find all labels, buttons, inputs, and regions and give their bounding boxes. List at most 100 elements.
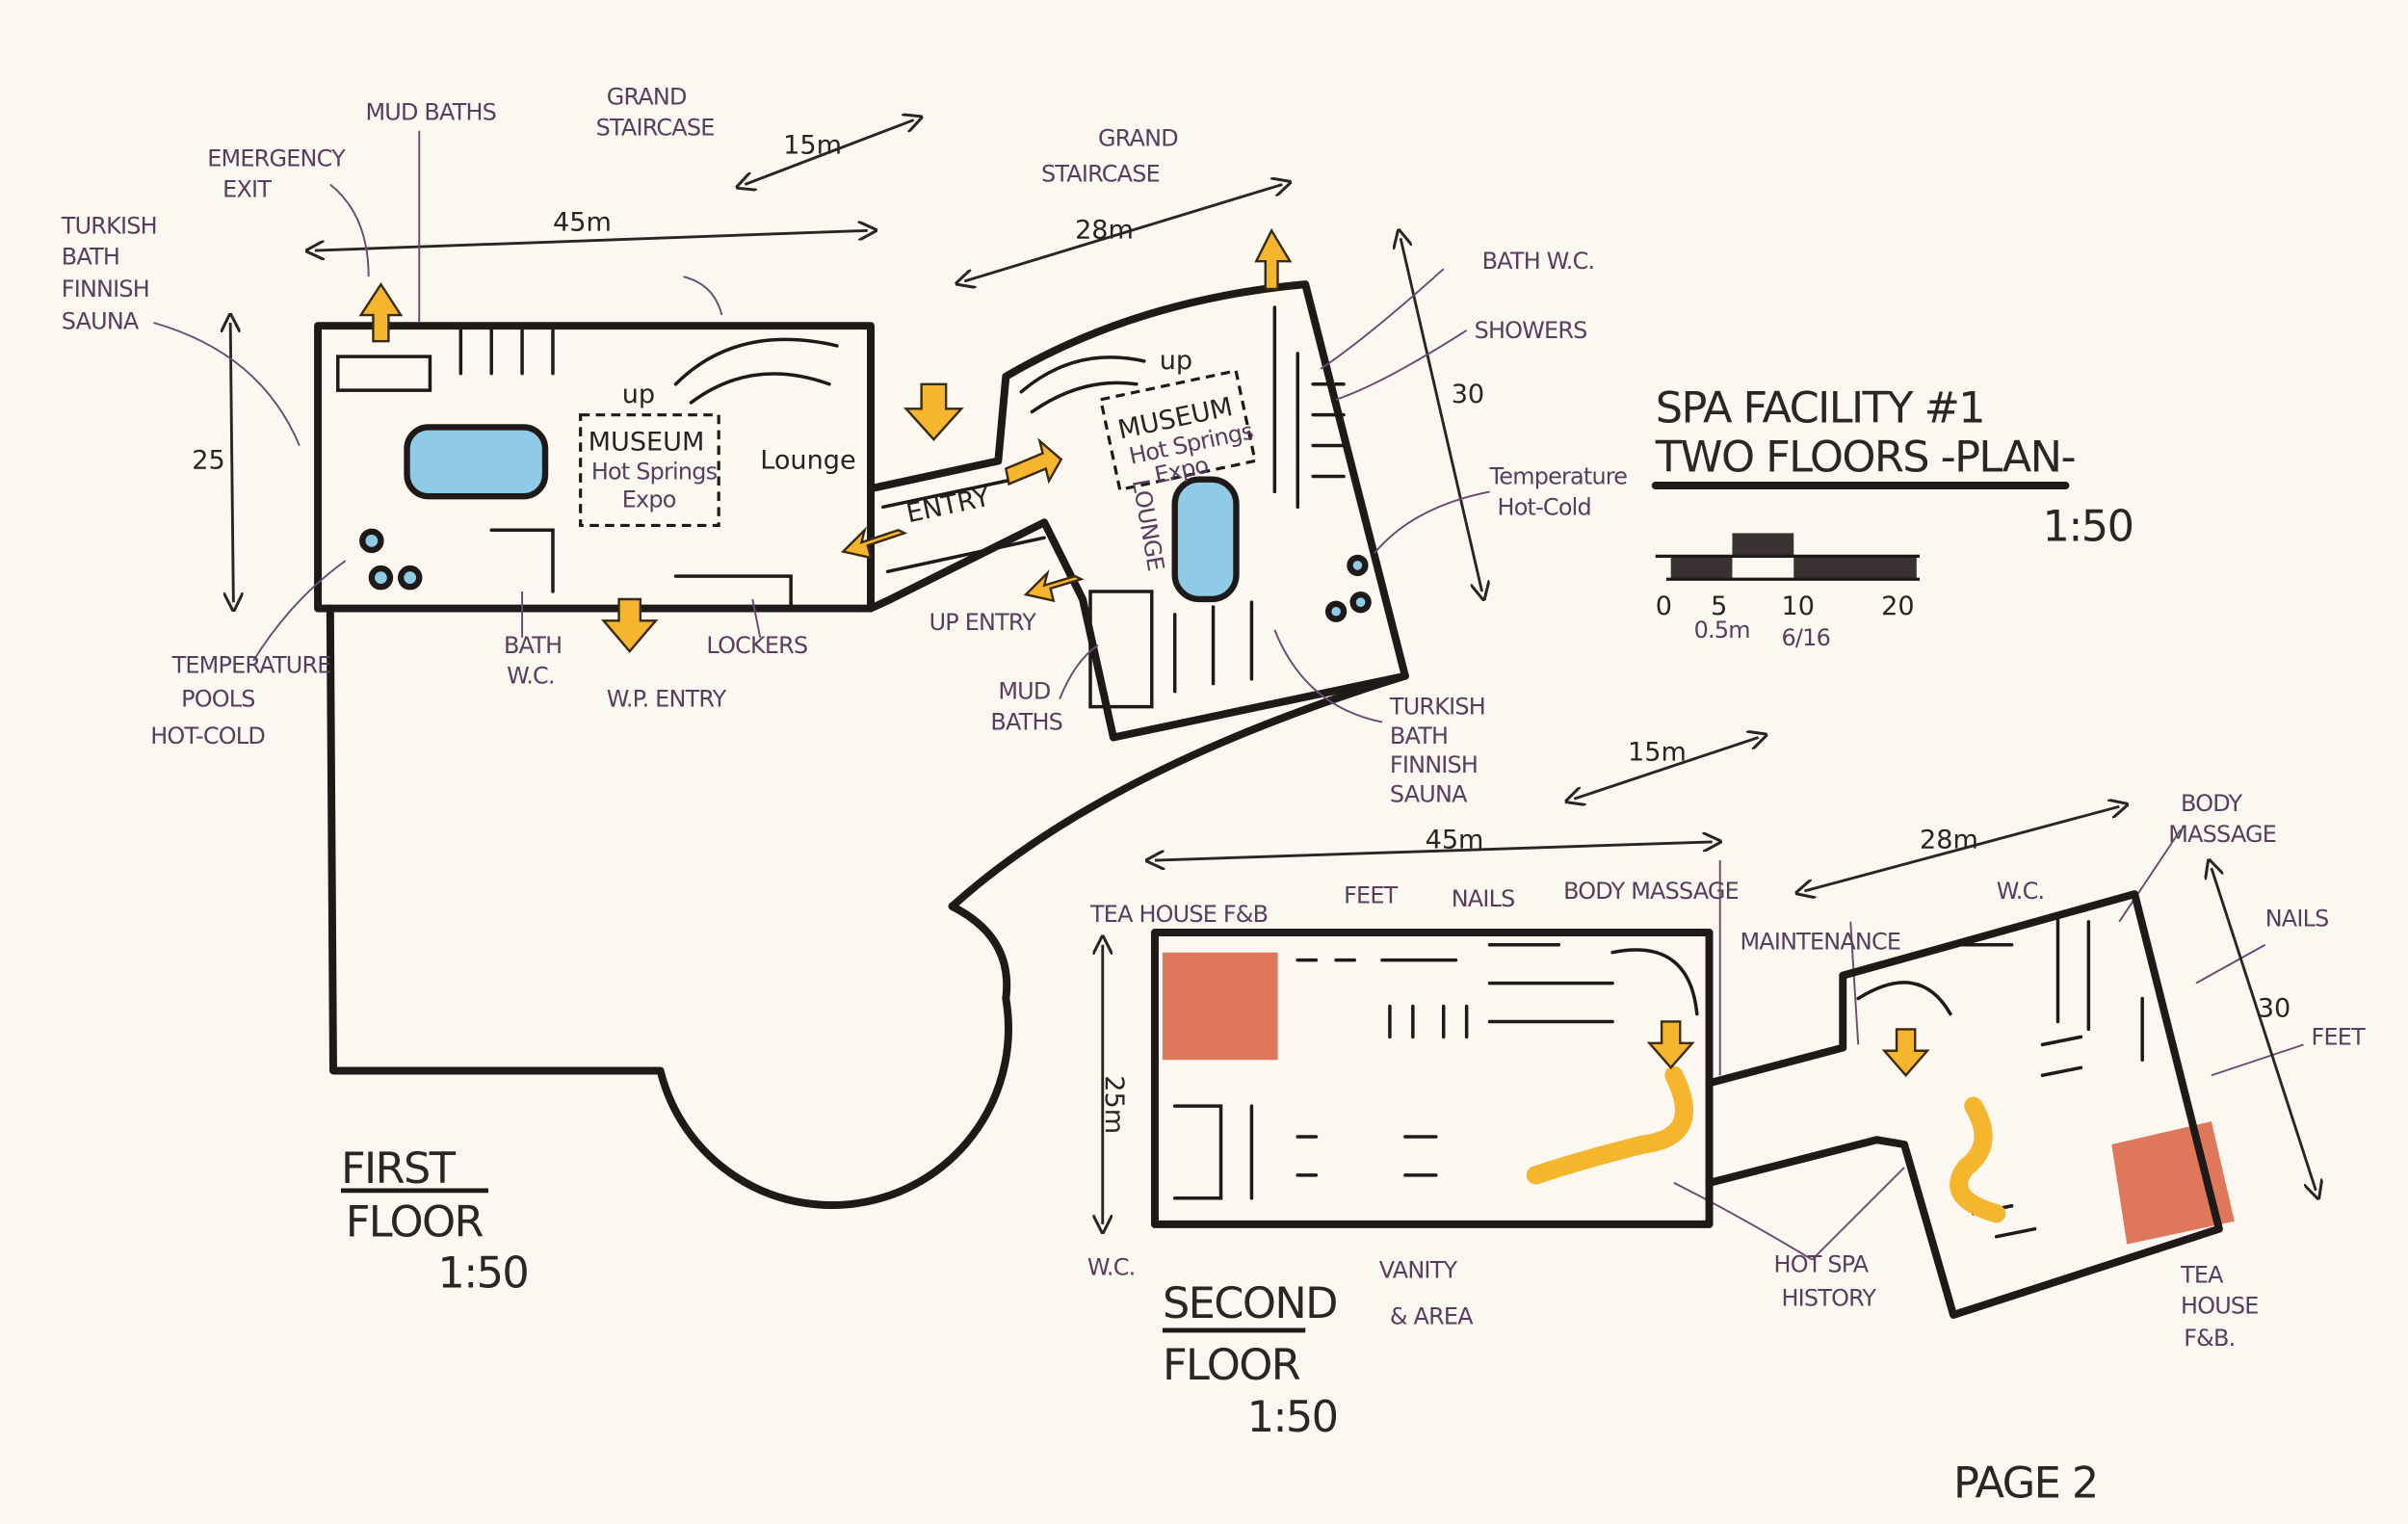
dim-28m: 28m: [1075, 215, 1134, 245]
emergency-exit-arrow: [358, 281, 404, 343]
label-massage: MASSAGE: [2168, 821, 2276, 848]
label-body-massage: BODY MASSAGE: [1563, 878, 1739, 905]
label-grand-staircase-2: STAIRCASE: [596, 114, 715, 141]
second-floor-title: SECOND: [1163, 1278, 1337, 1328]
label-house: HOUSE: [2181, 1292, 2259, 1319]
scale-tick-10: 10: [1781, 591, 1814, 621]
label-grand-staircase: GRAND: [607, 84, 687, 111]
label-grand-staircase-b: GRAND: [1098, 125, 1178, 152]
scale-note: 0.5m: [1694, 617, 1750, 644]
sheet-title: SPA FACILITY #1: [1656, 383, 1984, 434]
label-turkish: TURKISH: [61, 213, 157, 240]
temperature-pool: [368, 565, 394, 591]
label-tea-house: TEA HOUSE F&B: [1089, 901, 1268, 928]
museum-zone: [579, 413, 720, 528]
label-finnish-2: FINNISH: [1390, 751, 1478, 778]
label-feet: FEET: [1344, 882, 1399, 909]
label-bath: BATH: [62, 243, 119, 270]
first-floor-labels: MUD BATHS GRAND STAIRCASE EMERGENCY EXIT…: [61, 84, 1628, 1299]
label-body: BODY: [2181, 790, 2243, 817]
circulation-path: [1950, 1096, 2006, 1223]
label-lounge-2: LOUNGE: [1127, 477, 1169, 572]
entry-arrow: [1004, 437, 1063, 486]
first-floor-plan: [153, 120, 2304, 1261]
label-wc: W.C.: [1997, 878, 2045, 905]
label-bath-wc: BATH: [504, 632, 562, 659]
page-number: PAGE 2: [1953, 1458, 2098, 1509]
label-mud-baths: MUD BATHS: [365, 99, 496, 126]
scale-tick-20: 20: [1881, 591, 1914, 621]
label-bath-2: BATH: [1390, 723, 1448, 749]
temperature-pool: [1324, 600, 1348, 622]
label-vanity-area: & AREA: [1390, 1303, 1474, 1330]
label-wp-entry: W.P. ENTRY: [607, 686, 727, 713]
label-entry: ENTRY: [903, 483, 993, 530]
label-baths: BATHS: [990, 709, 1062, 736]
temperature-pool: [397, 565, 423, 591]
dim-28m-2: 28m: [1920, 825, 1978, 854]
flow-arrow: [1881, 1028, 1930, 1078]
label-hot-cold: HOT-COLD: [150, 723, 265, 749]
label-showers: SHOWERS: [1475, 317, 1587, 344]
first-floor-title-2: FLOOR: [346, 1197, 484, 1248]
dim-30-2: 30: [2258, 994, 2290, 1024]
label-hot-cold-2: Hot-Cold: [1498, 493, 1591, 520]
label-pools: POOLS: [181, 686, 255, 713]
label-temperature: TEMPERATURE: [171, 652, 331, 679]
scale-bar: [1655, 533, 1920, 581]
label-mud: MUD: [998, 678, 1050, 705]
second-floor-scale: 1:50: [1247, 1392, 1338, 1442]
wp-entry-arrow: [601, 597, 659, 654]
tea-house-area: [2111, 1121, 2235, 1245]
tea-house-area: [1162, 952, 1278, 1061]
label-lounge: Lounge: [760, 445, 855, 475]
sketch-date: 6/16: [1781, 624, 1830, 651]
label-up-2: up: [1160, 346, 1192, 376]
dim-45m-2: 45m: [1426, 825, 1484, 854]
entry-arrow: [1023, 568, 1085, 603]
title-block: SPA FACILITY #1 TWO FLOORS -PLAN- 1:50 0…: [1651, 383, 2134, 651]
label-wc-2: W.C.: [1087, 1254, 1136, 1281]
sheet-subtitle: TWO FLOORS -PLAN-: [1655, 433, 2075, 483]
second-floor-title-2: FLOOR: [1163, 1340, 1300, 1390]
label-emergency-exit: EMERGENCY: [207, 145, 346, 171]
label-temperature-2: Temperature: [1489, 462, 1628, 489]
dim-15m: 15m: [783, 131, 842, 161]
label-bath-wc-2: W.C.: [507, 663, 555, 690]
label-tea: TEA: [2180, 1261, 2224, 1288]
pool: [1171, 476, 1240, 603]
label-up-entry: UP ENTRY: [929, 609, 1037, 636]
label-museum: MUSEUM: [589, 427, 705, 457]
temperature-pool: [1347, 554, 1369, 577]
label-fb: F&B.: [2184, 1325, 2235, 1352]
label-nails: NAILS: [1452, 885, 1515, 912]
entry-arrow: [903, 382, 964, 441]
sheet-scale: 1:50: [2043, 501, 2133, 551]
dim-45m: 45m: [553, 207, 612, 237]
entry-arrow: [840, 526, 908, 560]
label-bath-wc-b: BATH W.C.: [1482, 248, 1595, 275]
pool: [404, 424, 549, 500]
second-floor-labels: 45m 15m 28m 25m 30 TEA HOUSE F&B FEET NA…: [1087, 737, 2367, 1442]
first-floor-scale: 1:50: [437, 1248, 528, 1298]
label-expo: Expo: [622, 486, 676, 512]
dim-25: 25: [192, 445, 224, 475]
label-lockers: LOCKERS: [706, 632, 807, 659]
label-vanity: VANITY: [1379, 1257, 1458, 1284]
dim-15m-2: 15m: [1628, 737, 1687, 767]
dim-30: 30: [1452, 380, 1484, 409]
first-floor-title: FIRST: [341, 1143, 457, 1194]
label-hot-springs: Hot Springs: [591, 459, 718, 486]
label-hot-spa: HOT SPA: [1774, 1250, 1870, 1277]
flow-arrow: [1646, 1020, 1695, 1070]
exit-arrow: [1254, 227, 1293, 291]
label-finnish: FINNISH: [62, 276, 149, 302]
label-sauna-2: SAUNA: [1390, 780, 1468, 807]
temperature-pool: [1349, 591, 1372, 614]
scale-tick-0: 0: [1656, 591, 1672, 621]
label-staircase-b: STAIRCASE: [1041, 160, 1160, 187]
label-up: up: [622, 380, 655, 409]
label-history: HISTORY: [1781, 1284, 1876, 1311]
circulation-path: [1526, 1065, 1693, 1185]
scale-tick-5: 5: [1711, 591, 1727, 621]
